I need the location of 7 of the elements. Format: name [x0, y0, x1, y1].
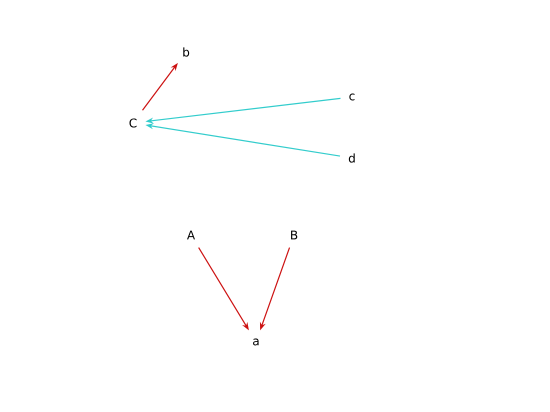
- node-label: d: [348, 153, 355, 163]
- node-label: a: [253, 338, 259, 346]
- node-label: C: [130, 118, 137, 128]
- node-label: A: [187, 230, 195, 240]
- node-label: b: [183, 47, 190, 57]
- node-label: B: [291, 230, 298, 240]
- node-label: c: [349, 94, 355, 100]
